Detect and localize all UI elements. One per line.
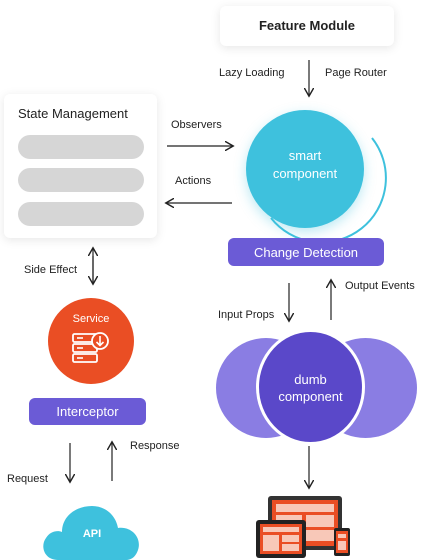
interceptor-pill: Interceptor [29, 398, 146, 425]
service-label: Service [72, 313, 110, 325]
service-circle: Service [48, 298, 134, 384]
change-detection-pill: Change Detection [228, 238, 384, 266]
lazy-loading-label: Lazy Loading [219, 67, 285, 79]
state-bar [18, 135, 144, 159]
smart-component-line2: component [272, 166, 338, 181]
dumb-component-circle: dumb component [259, 332, 362, 442]
request-label: Request [7, 473, 48, 485]
state-bar [18, 168, 144, 192]
feature-module-card: Feature Module [220, 6, 394, 46]
output-events-label: Output Events [345, 280, 415, 292]
state-management-card: State Management [4, 94, 157, 238]
smart-component-circle: smart component [246, 110, 364, 228]
api-cloud-icon [43, 506, 139, 560]
state-management-title: State Management [18, 106, 128, 121]
page-router-label: Page Router [325, 67, 387, 79]
feature-module-title: Feature Module [258, 18, 356, 33]
side-effect-label: Side Effect [24, 264, 77, 276]
observers-label: Observers [171, 119, 222, 131]
smart-component-line1: smart [288, 148, 322, 163]
dumb-component-line1: dumb [294, 372, 327, 387]
devices-icon [256, 496, 350, 558]
api-label: API [82, 528, 102, 540]
server-download-icon [72, 332, 109, 363]
actions-label: Actions [175, 175, 212, 187]
dumb-component-line2: component [278, 389, 343, 404]
response-label: Response [130, 440, 180, 452]
input-props-label: Input Props [218, 309, 275, 321]
state-bar [18, 202, 144, 226]
